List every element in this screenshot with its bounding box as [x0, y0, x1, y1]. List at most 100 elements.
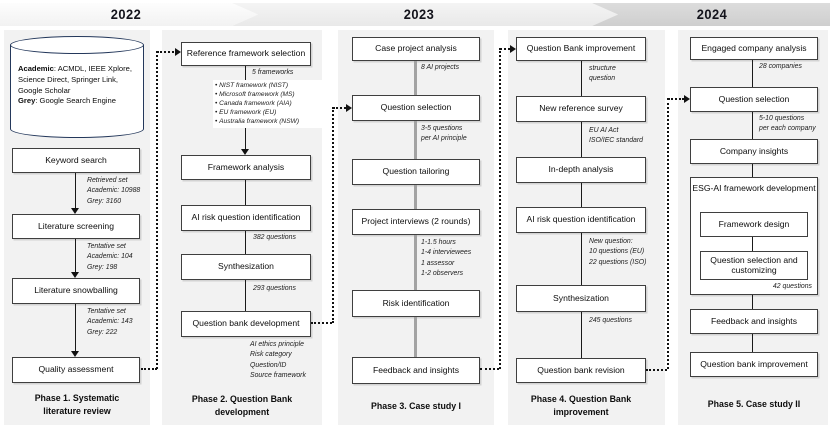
phase1-label: Phase 1. Systematic literature review	[34, 393, 120, 417]
framework-item: Australia framework (NSW)	[215, 118, 321, 127]
connector-p1-p2-vertical	[156, 51, 158, 369]
step-question-bank-improvement-2: Question bank improvement	[690, 352, 818, 377]
phase4-label: Phase 4. Question Bank improvement	[530, 394, 632, 418]
annotation-line: New question:	[589, 238, 633, 245]
year-label-2022: 2022	[110, 6, 142, 22]
arrow-down	[71, 239, 80, 278]
arrow-down	[413, 61, 422, 101]
step-case-project-analysis: Case project analysis	[352, 37, 480, 61]
step-question-tailoring: Question tailoring	[352, 159, 480, 185]
step-company-insights: Company insights	[690, 139, 818, 164]
academic-sources: : ACMDL, IEEE Xplore, Science Direct, Sp…	[18, 64, 132, 95]
step-synthesization-2: Synthesization	[516, 285, 646, 312]
step-in-depth-analysis: In-depth analysis	[516, 157, 646, 183]
annotation-line: per each company	[759, 125, 816, 133]
annotation-references: EU AI Act ISO/IEC standard	[589, 126, 643, 147]
annotation-line: Grey: 198	[87, 263, 118, 271]
arrow-down	[748, 334, 757, 358]
annotation-line: 22 questions (ISO)	[589, 258, 647, 266]
step-feedback-and-insights: Feedback and insights	[352, 357, 480, 384]
arrow-down	[577, 312, 586, 364]
arrow-down	[413, 235, 422, 296]
step-question-selection: Question selection	[352, 95, 480, 121]
annotation-line: Retrieved set	[87, 177, 128, 184]
step-project-interviews: Project interviews (2 rounds)	[352, 209, 480, 235]
connector-p4-p5-horizontal-end	[668, 98, 684, 100]
annotation-42-questions: 42 questions	[772, 283, 812, 290]
step-literature-snowballing: Literature snowballing	[12, 278, 140, 304]
step-ai-risk-question-identification: AI risk question identification	[181, 205, 311, 231]
arrow-down	[241, 180, 250, 211]
annotation-line: EU AI Act	[589, 127, 619, 134]
step-feedback-and-insights-2: Feedback and insights	[690, 309, 818, 334]
step-reference-framework-selection: Reference framework selection	[181, 42, 311, 66]
academic-label: Academic	[18, 64, 54, 73]
step-synthesization: Synthesization	[181, 254, 311, 280]
annotation-line: Tentative set	[87, 243, 126, 250]
annotation-line: 1 assessor	[421, 259, 455, 267]
step-question-bank-improvement: Question Bank improvement	[516, 37, 646, 61]
annotation-245-questions: 245 questions	[589, 317, 632, 324]
step-keyword-search: Keyword search	[12, 148, 140, 173]
annotation-382-questions: 382 questions	[253, 234, 296, 241]
timeline-segment-2022	[0, 3, 258, 26]
annotation-293-questions: 293 questions	[253, 285, 296, 292]
connector-p3-p4-horizontal-end	[500, 48, 510, 50]
framework-item: Microsoft framework (MS)	[215, 91, 321, 100]
arrow-down	[577, 122, 586, 163]
step-question-selection-2: Question selection	[690, 87, 818, 112]
connector-p3-p4-vertical	[499, 48, 501, 369]
annotation-line: Grey: 222	[87, 328, 118, 336]
annotation-line: 1-4 interviewees	[421, 249, 472, 257]
annotation-interviews: 1-1.5 hours 1-4 interviewees 1 assessor …	[421, 238, 471, 279]
timeline-segment-2024	[592, 3, 830, 26]
framework-item: NIST framework (NIST)	[215, 82, 321, 91]
framework-item: Canada framework (AIA)	[215, 100, 321, 109]
step-question-selection-customizing: Question selection and customizing	[700, 251, 808, 280]
step-engaged-company-analysis: Engaged company analysis	[690, 37, 818, 60]
connector-p4-p5-arrowhead	[684, 95, 690, 103]
annotation-retrieved-set: Retrieved set Academic: 10988 Grey: 3160	[87, 176, 140, 207]
step-risk-identification: Risk identification	[352, 290, 480, 317]
annotation-line: Tentative set	[87, 308, 126, 315]
arrow-down	[748, 237, 757, 257]
phase2-label: Phase 2. Question Bank development	[191, 394, 293, 418]
annotation-line: 3-5 questions	[421, 125, 463, 132]
year-label-2024: 2024	[696, 6, 728, 22]
arrow-down	[748, 112, 757, 145]
arrow-down	[748, 60, 757, 93]
annotation-line: 5-10 questions	[759, 115, 805, 122]
connector-p3-p4-arrowhead	[510, 45, 516, 53]
connector-p2-p3-arrowhead	[346, 104, 352, 112]
step-new-reference-survey: New reference survey	[516, 96, 646, 122]
arrow-down	[577, 61, 586, 102]
arrow-down	[71, 173, 80, 214]
annotation-line: 1-2 observers	[421, 270, 464, 278]
framework-bullet-list: NIST framework (NIST) Microsoft framewor…	[213, 80, 324, 129]
connector-p1-p2-horizontal-start	[141, 368, 157, 370]
step-ai-risk-question-identification-2: AI risk question identification	[516, 207, 646, 233]
annotation-line: 1-1.5 hours	[421, 239, 456, 246]
annotation-line: per AI principle	[421, 135, 467, 143]
annotation-line: question	[589, 75, 616, 83]
arrow-down	[413, 121, 422, 165]
annotation-line: structure	[589, 65, 616, 72]
annotation-question-selection: 3-5 questions per AI principle	[421, 124, 467, 145]
annotation-question-selection-2: 5-10 questions per each company	[759, 114, 816, 135]
database-cylinder-body	[10, 45, 144, 129]
timeline-segment-2023	[232, 3, 618, 26]
annotation-line: 10 questions (EU)	[589, 248, 645, 256]
annotation-5-frameworks: 5 frameworks	[252, 69, 294, 76]
annotation-line: ISO/IEC standard	[589, 137, 644, 145]
connector-p4-p5-vertical	[667, 98, 669, 369]
step-question-bank-revision: Question bank revision	[516, 358, 646, 383]
connector-p2-p3-vertical	[332, 107, 334, 323]
annotation-28-companies: 28 companies	[759, 63, 802, 70]
annotation-question-bank-fields: AI ethics principle Risk category Questi…	[250, 340, 306, 381]
annotation-tentative-set-2: Tentative set Academic: 143 Grey: 222	[87, 307, 133, 338]
arrow-down	[413, 317, 422, 363]
annotation-8-ai-projects: 8 AI projects	[421, 64, 460, 71]
annotation-line: Source framework	[250, 372, 306, 380]
connector-p4-p5-horizontal-start	[646, 369, 667, 371]
